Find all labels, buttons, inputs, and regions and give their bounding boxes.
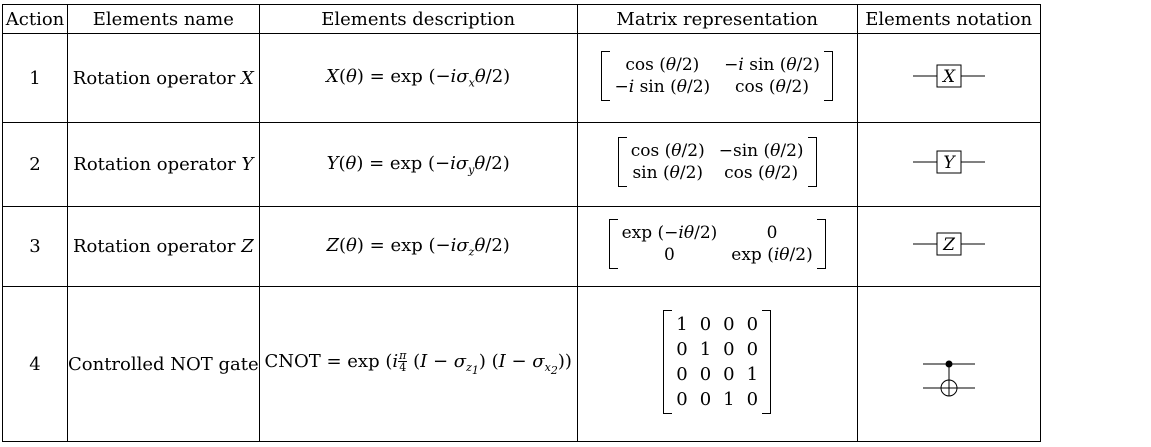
matrix-entry: exp (−iθ/2) (621, 223, 718, 243)
matrix-entry: 0 (723, 338, 735, 360)
element-description: X(θ) = exp (−iσxθ/2) (258, 33, 578, 123)
matrix-entry: cos (θ/2) (630, 141, 705, 161)
description-formula: Z(θ) = exp (−iσzθ/2) (326, 234, 510, 259)
action-number: 2 (2, 122, 68, 207)
matrix-entry: exp (iθ/2) (731, 245, 813, 265)
matrix-entries: exp (−iθ/2) 0 0 exp (iθ/2) (618, 219, 817, 269)
notation-cell (856, 286, 1041, 442)
header-row: Action Elements name Elements descriptio… (2, 4, 1041, 34)
matrix-entry: −i sin (θ/2) (614, 76, 711, 97)
action-number: 4 (2, 286, 68, 442)
element-name: Rotation operator X (67, 33, 260, 123)
gate-label: X (941, 67, 956, 87)
matrix-entry: sin (θ/2) (632, 163, 704, 183)
matrix-entry: 0 (699, 388, 712, 410)
header-action: Action (2, 4, 68, 34)
target-oplus-icon (940, 379, 958, 396)
rotation-x-matrix: cos (θ/2) −i sin (θ/2) −i sin (θ/2) cos … (601, 50, 833, 101)
description-formula: X(θ) = exp (−iσxθ/2) (326, 66, 511, 90)
z-gate-symbol: Z (912, 232, 985, 256)
element-name-text: Rotation operator Z (72, 236, 254, 257)
rotation-z-matrix: exp (−iθ/2) 0 0 exp (iθ/2) (608, 219, 826, 269)
matrix-entry: 1 (746, 363, 759, 385)
right-bracket (762, 309, 772, 414)
matrix-entry: cos (θ/2) (625, 54, 700, 75)
x-gate-symbol: X (912, 64, 985, 87)
matrix-entry: 0 (664, 245, 675, 265)
element-description: Y(θ) = exp (−iσyθ/2) (258, 122, 578, 207)
header-elements-name: Elements name (67, 4, 260, 34)
right-bracket (816, 219, 826, 269)
matrix-entry: 0 (723, 363, 735, 385)
matrix-entries: cos (θ/2) −i sin (θ/2) −i sin (θ/2) cos … (610, 51, 823, 101)
left-bracket (663, 309, 673, 414)
matrix-cell: 1 0 0 0 0 1 0 0 0 0 0 1 0 0 1 (576, 286, 858, 442)
table-row: 1 Rotation operator X X(θ) = exp (−iσxθ/… (2, 33, 1041, 123)
left-bracket (617, 137, 627, 187)
matrix-entry: 0 (746, 388, 759, 410)
matrix-cell: exp (−iθ/2) 0 0 exp (iθ/2) (576, 206, 858, 287)
matrix-cell: cos (θ/2) −i sin (θ/2) −i sin (θ/2) cos … (576, 33, 858, 123)
header-elements-notation: Elements notation (856, 4, 1041, 34)
matrix-entry: 0 (699, 313, 712, 335)
notation-cell: X (856, 33, 1041, 123)
matrix-entry: cos (θ/2) (724, 163, 799, 183)
matrix-entry: −sin (θ/2) (718, 141, 804, 161)
matrix-entry: cos (θ/2) (735, 76, 809, 97)
cnot-matrix: 1 0 0 0 0 1 0 0 0 0 0 1 0 0 1 (663, 309, 772, 414)
quantum-gates-table: Action Elements name Elements descriptio… (2, 4, 1041, 442)
element-name: Controlled NOT gate (67, 286, 260, 442)
matrix-entry: 0 (723, 313, 735, 335)
header-elements-description: Elements description (258, 4, 578, 34)
action-number: 1 (2, 33, 68, 123)
matrix-entry: 0 (699, 363, 712, 385)
element-name: Rotation operator Y (67, 122, 260, 207)
matrix-entry: 0 (746, 338, 759, 360)
table-row: 3 Rotation operator Z Z(θ) = exp (−iσzθ/… (2, 206, 1041, 287)
matrix-entries: cos (θ/2) −sin (θ/2) sin (θ/2) cos (θ/2) (627, 137, 808, 187)
matrix-entry: 0 (676, 363, 688, 385)
matrix-entry: 1 (699, 338, 712, 360)
description-formula: Y(θ) = exp (−iσyθ/2) (326, 152, 510, 177)
matrix-entry: 0 (676, 388, 688, 410)
right-bracket (807, 137, 817, 187)
matrix-entry: 1 (723, 388, 735, 410)
gate-label: Z (942, 235, 956, 255)
gate-label: Y (943, 153, 956, 173)
y-gate-symbol: Y (912, 150, 985, 174)
left-bracket (608, 219, 618, 269)
table-row: 2 Rotation operator Y Y(θ) = exp (−iσyθ/… (2, 122, 1041, 207)
matrix-entries: 1 0 0 0 0 1 0 0 0 0 0 1 0 0 1 (672, 310, 762, 414)
element-name-text: Rotation operator X (72, 67, 254, 89)
element-name: Rotation operator Z (67, 206, 260, 287)
matrix-cell: cos (θ/2) −sin (θ/2) sin (θ/2) cos (θ/2) (576, 122, 858, 207)
matrix-entry: 1 (676, 313, 688, 335)
notation-cell: Z (856, 206, 1041, 287)
matrix-entry: 0 (676, 338, 688, 360)
matrix-entry: −i sin (θ/2) (724, 54, 820, 75)
matrix-entry: 0 (746, 313, 759, 335)
cnot-gate-symbol (922, 360, 975, 396)
element-description: Z(θ) = exp (−iσzθ/2) (258, 206, 578, 287)
action-number: 3 (2, 206, 68, 287)
notation-cell: Y (856, 122, 1041, 207)
element-name-text: Rotation operator Y (73, 154, 254, 175)
rotation-y-matrix: cos (θ/2) −sin (θ/2) sin (θ/2) cos (θ/2) (617, 137, 817, 187)
matrix-entry: 0 (766, 223, 778, 243)
header-matrix-representation: Matrix representation (576, 4, 858, 34)
right-bracket (823, 50, 833, 101)
left-bracket (601, 50, 611, 101)
